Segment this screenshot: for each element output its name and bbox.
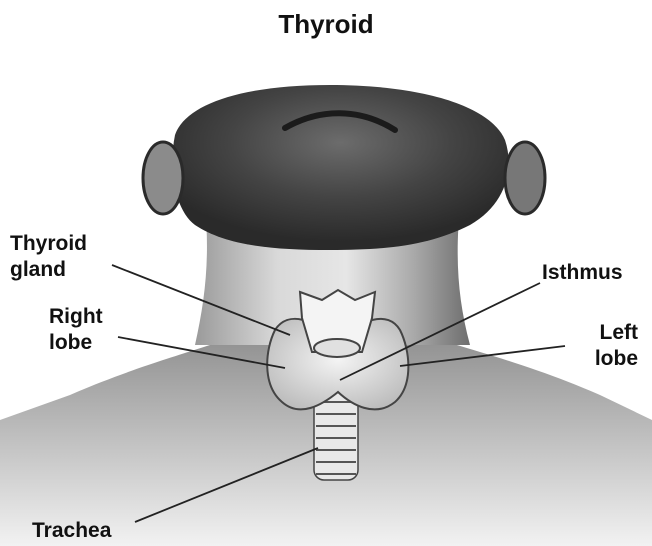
label-isthmus: Isthmus bbox=[542, 260, 623, 286]
label-right-lobe: Right lobe bbox=[49, 304, 103, 356]
label-thyroid-gland: Thyroid gland bbox=[10, 231, 87, 283]
left-ear-shape bbox=[505, 142, 545, 214]
diagram-title: Thyroid bbox=[0, 8, 652, 40]
cricoid-ring-shape bbox=[314, 339, 360, 357]
right-ear-shape bbox=[143, 142, 183, 214]
label-trachea: Trachea bbox=[32, 518, 111, 544]
label-left-lobe: Left lobe bbox=[568, 320, 638, 372]
head-shape bbox=[172, 85, 508, 250]
